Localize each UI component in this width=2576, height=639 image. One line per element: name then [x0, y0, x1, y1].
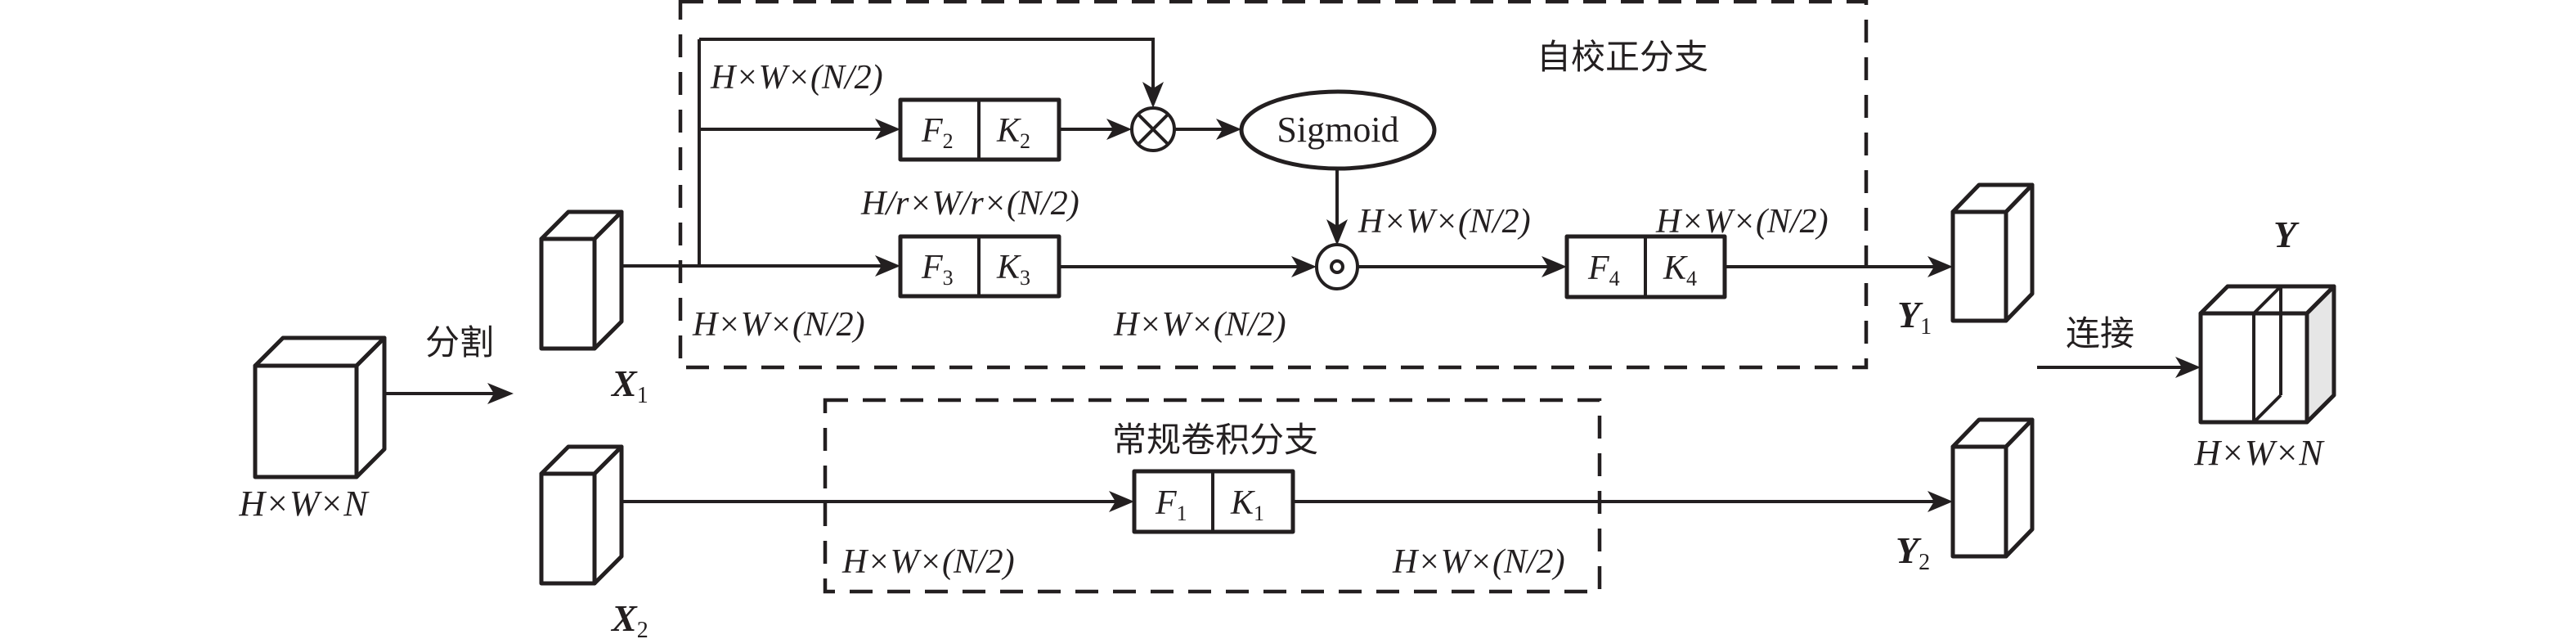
x1-label: X1	[610, 362, 648, 408]
y1-input-arrowhead	[1928, 256, 1953, 277]
elementwise-product-icon	[1315, 243, 1359, 290]
gate-dims-label: H×W×(N/2)	[1358, 203, 1531, 241]
otimes-top-arrowhead	[1142, 82, 1164, 108]
f4-k4-block	[1564, 234, 1727, 299]
regular-output-dims-label: H×W×(N/2)	[1392, 543, 1565, 581]
otimes-left-arrowhead	[1106, 119, 1132, 140]
f2-label: F2	[921, 112, 954, 153]
regular-conv-branch-box	[823, 398, 1602, 594]
y1-label: Y1	[1897, 294, 1932, 340]
x2-feature-cube	[539, 444, 624, 586]
identity-skip-line	[699, 38, 1155, 98]
y-output-cube	[2198, 284, 2336, 425]
split-label: 分割	[425, 322, 494, 362]
y-label: Y	[2273, 214, 2300, 255]
y2-feature-cube	[1950, 417, 2035, 559]
downsample-dims-label: H/r×W/r×(N/2)	[860, 185, 1079, 223]
x1-feature-cube	[539, 209, 624, 351]
y-dims-label: H×W×N	[2193, 433, 2325, 473]
k4-label: K4	[1663, 250, 1697, 290]
sigmoid-input-arrowhead	[1216, 119, 1241, 140]
y1-feature-cube	[1950, 182, 2035, 323]
regular-input-dims-label: H×W×(N/2)	[841, 543, 1015, 581]
bottom-path-dims-right-label: H×W×(N/2)	[1113, 306, 1286, 344]
split-arrowhead	[487, 383, 514, 404]
concat-label: 连接	[2066, 313, 2134, 353]
y2-label: Y2	[1896, 529, 1930, 575]
bottom-path-dims-left-label: H×W×(N/2)	[692, 306, 865, 344]
multiply-operator-icon	[1130, 106, 1176, 152]
odot-left-arrowhead	[1291, 256, 1317, 277]
self-calibration-branch-box	[678, 0, 1869, 370]
f1-input-arrowhead	[1109, 491, 1134, 512]
k2-label: K2	[996, 112, 1030, 153]
input-feature-cube	[253, 335, 387, 479]
y2-input-arrowhead	[1928, 491, 1953, 512]
x2-label: X2	[610, 597, 648, 639]
f4-input-arrowhead	[1542, 256, 1567, 277]
f3-label: F3	[921, 249, 954, 290]
f3-input-arrowhead	[875, 255, 900, 277]
input-dims-label: H×W×N	[238, 484, 370, 524]
output-dims-label: H×W×(N/2)	[1655, 203, 1829, 241]
f2-input-arrowhead	[875, 119, 900, 140]
sigmoid-label: Sigmoid	[1277, 110, 1398, 150]
k3-label: K3	[996, 249, 1030, 290]
k1-label: K1	[1230, 484, 1264, 525]
concat-arrowhead	[2175, 357, 2201, 378]
f1-k1-block	[1132, 469, 1295, 534]
f4-label: F4	[1587, 250, 1620, 290]
top-path-dims-label: H×W×(N/2)	[710, 59, 883, 97]
odot-top-arrowhead	[1326, 219, 1348, 245]
f2-k2-block	[898, 97, 1061, 162]
f1-label: F1	[1155, 484, 1187, 525]
regular-conv-branch-title: 常规卷积分支	[1112, 420, 1318, 460]
self-calibration-branch-title: 自校正分支	[1537, 37, 1708, 77]
